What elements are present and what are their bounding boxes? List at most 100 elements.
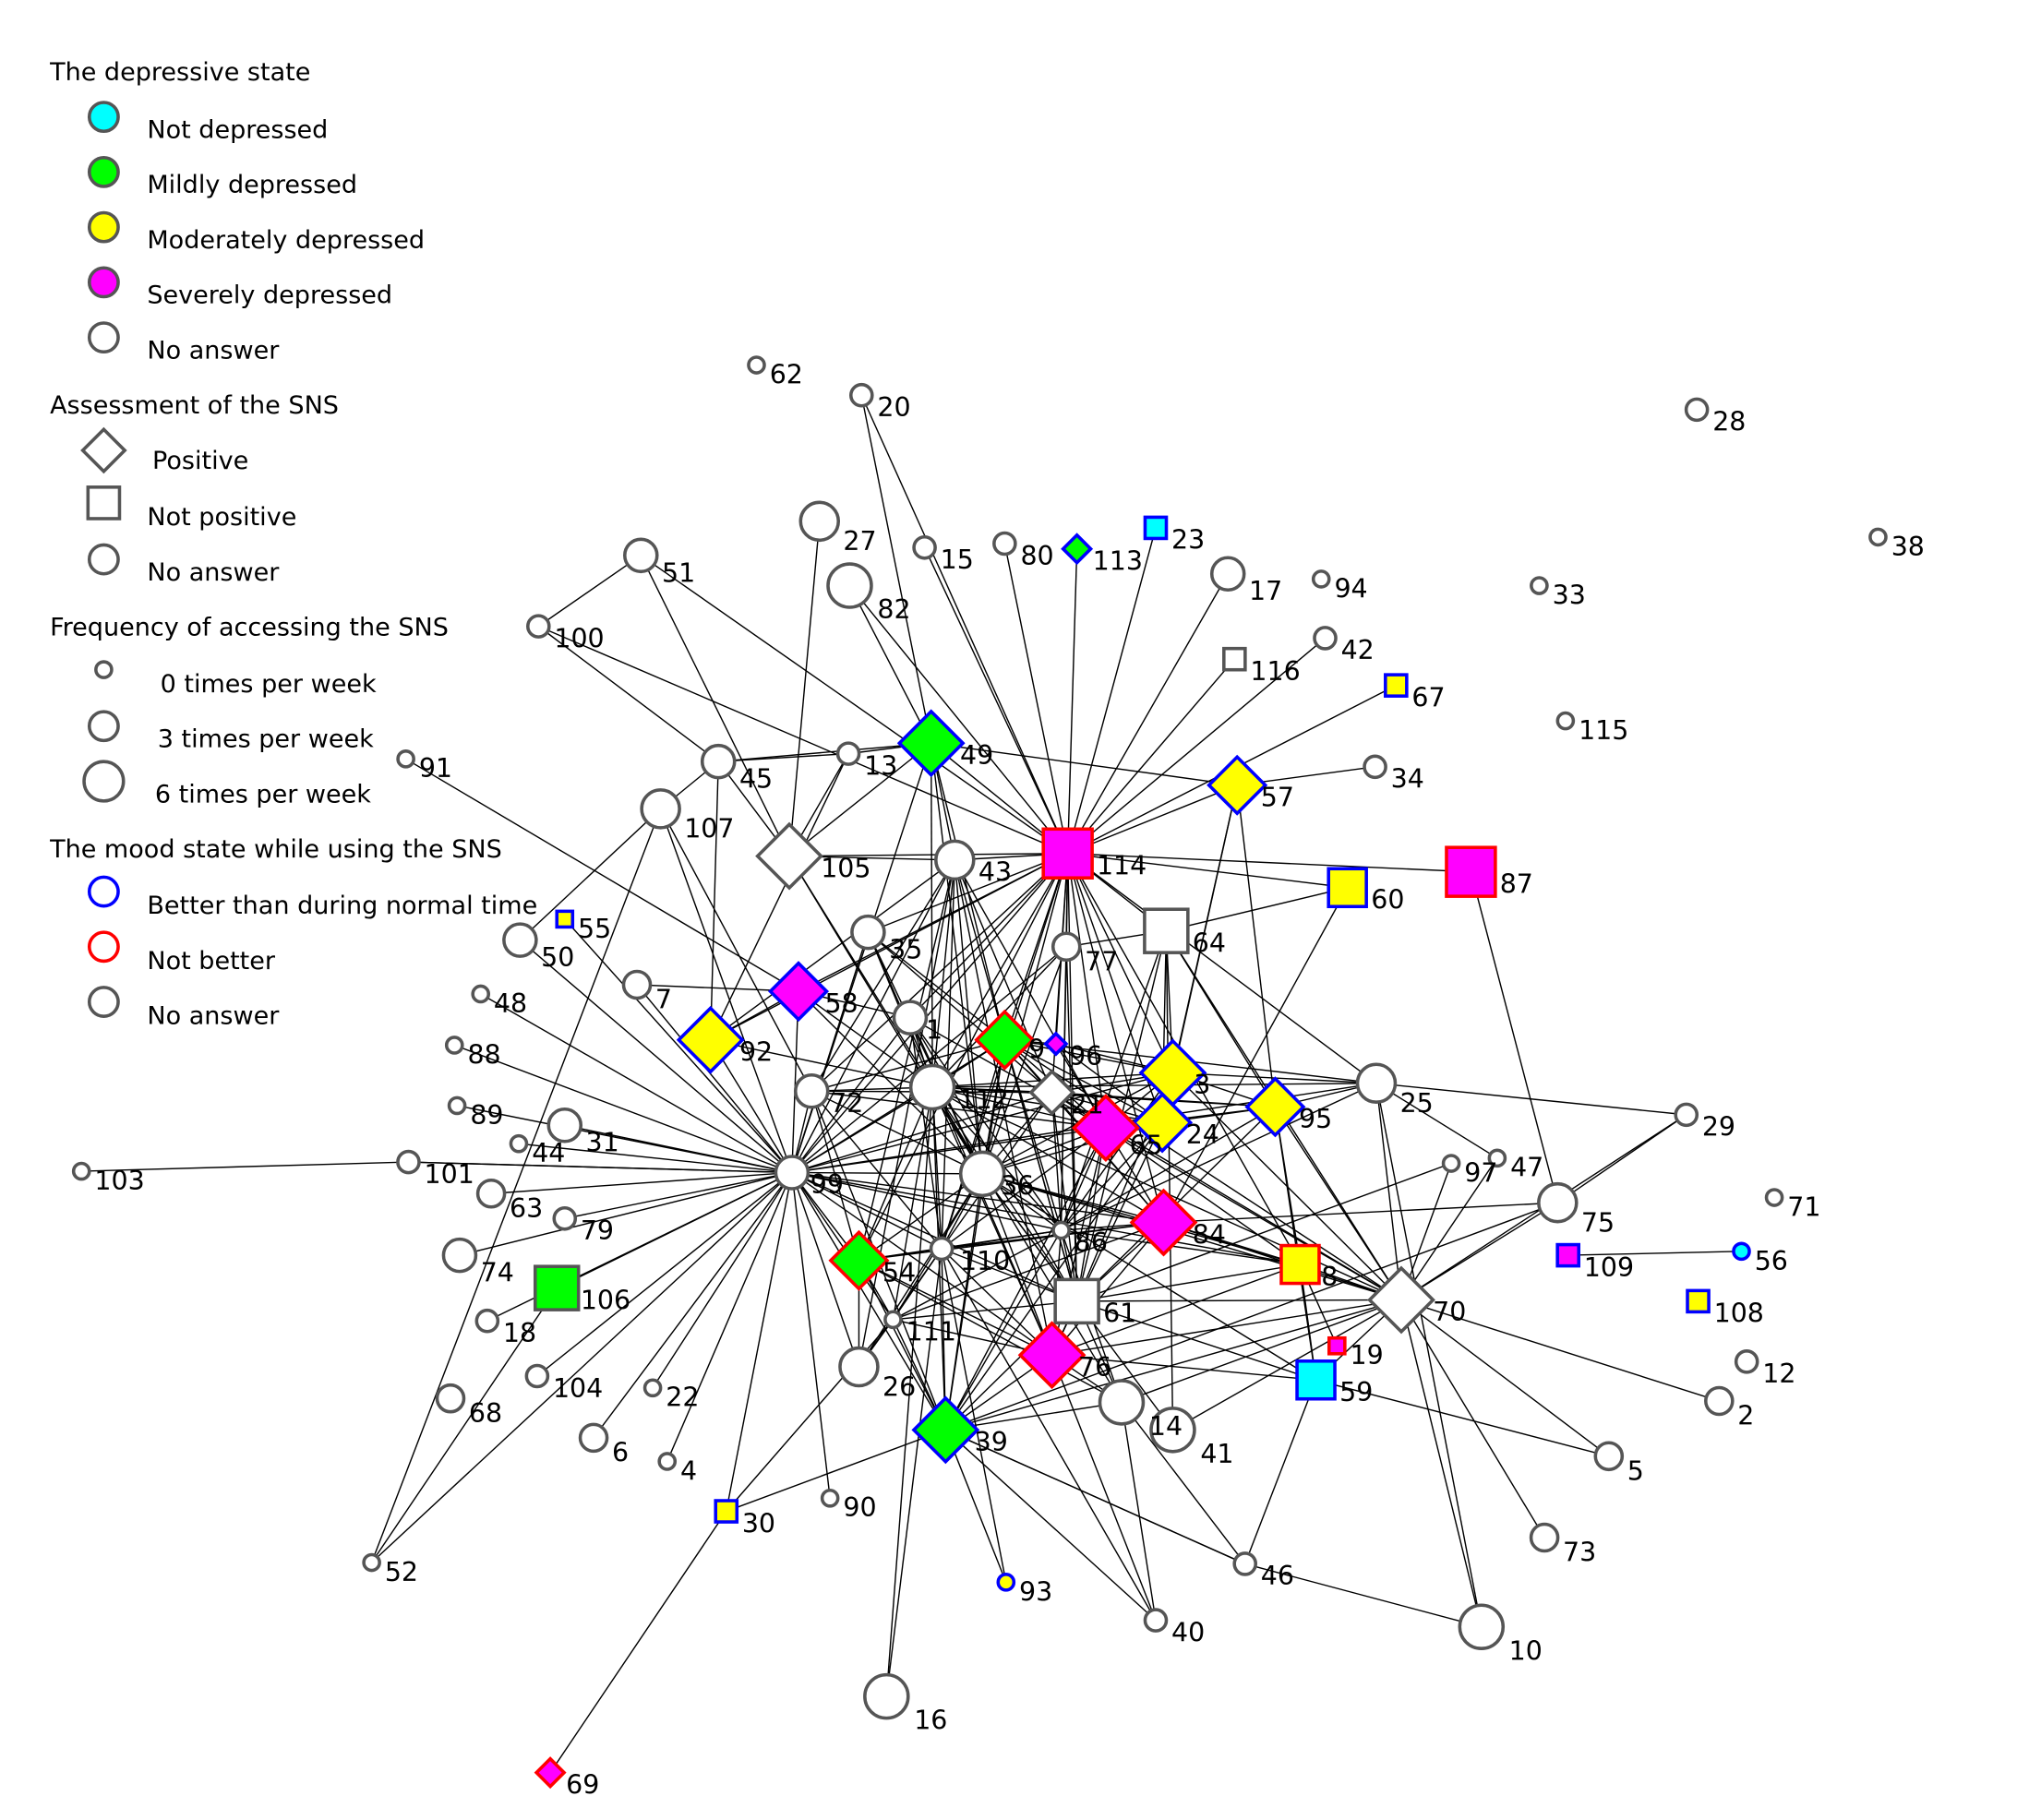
node-99[interactable] [774, 1155, 810, 1191]
node-2[interactable] [1704, 1385, 1735, 1417]
node-77[interactable] [1051, 931, 1082, 963]
node-104[interactable] [524, 1363, 550, 1389]
node-33[interactable] [1530, 576, 1549, 595]
node-86[interactable] [1051, 1220, 1071, 1240]
node-18[interactable] [474, 1308, 500, 1334]
node-88[interactable] [444, 1036, 464, 1055]
node-4[interactable] [657, 1452, 678, 1471]
node-20[interactable] [848, 382, 874, 408]
node-92[interactable] [676, 1005, 745, 1074]
node-108[interactable] [1686, 1288, 1711, 1314]
node-34[interactable] [1363, 754, 1387, 780]
node-114[interactable] [1041, 827, 1094, 880]
node-79[interactable] [552, 1205, 578, 1231]
node-109[interactable] [1555, 1242, 1581, 1268]
node-74[interactable] [441, 1237, 478, 1274]
node-82[interactable] [826, 562, 873, 609]
node-16[interactable] [863, 1672, 910, 1720]
node-57[interactable] [1207, 754, 1268, 816]
node-71[interactable] [1764, 1188, 1784, 1207]
node-13[interactable] [835, 741, 861, 766]
node-103[interactable] [71, 1161, 91, 1181]
node-56[interactable] [1732, 1241, 1751, 1262]
node-111[interactable] [883, 1310, 903, 1330]
node-23[interactable] [1143, 515, 1169, 541]
node-59[interactable] [1295, 1359, 1337, 1401]
node-24[interactable] [1132, 1092, 1194, 1154]
node-5[interactable] [1593, 1441, 1625, 1472]
node-68[interactable] [435, 1383, 466, 1414]
node-63[interactable] [475, 1178, 507, 1209]
node-91[interactable] [396, 749, 415, 769]
node-100[interactable] [526, 614, 551, 639]
node-64[interactable] [1143, 907, 1190, 954]
node-51[interactable] [623, 537, 659, 574]
node-29[interactable] [1674, 1102, 1699, 1128]
node-27[interactable] [798, 500, 841, 543]
node-84[interactable] [1129, 1188, 1198, 1257]
node-87[interactable] [1445, 845, 1497, 898]
node-96[interactable] [1043, 1031, 1069, 1057]
node-36[interactable] [958, 1150, 1006, 1198]
node-19[interactable] [1327, 1335, 1347, 1356]
node-55[interactable] [555, 909, 575, 929]
node-39[interactable] [911, 1395, 980, 1465]
node-17[interactable] [1209, 556, 1246, 592]
node-42[interactable] [1313, 626, 1338, 651]
node-15[interactable] [912, 534, 937, 560]
node-65[interactable] [1071, 1094, 1140, 1163]
node-9[interactable] [974, 1009, 1036, 1071]
node-35[interactable] [850, 914, 886, 951]
node-22[interactable] [642, 1378, 663, 1398]
node-10[interactable] [1458, 1603, 1506, 1650]
node-48[interactable] [471, 984, 491, 1004]
node-107[interactable] [640, 788, 681, 830]
node-72[interactable] [793, 1072, 830, 1109]
node-14[interactable] [1098, 1379, 1146, 1426]
node-89[interactable] [447, 1096, 467, 1116]
node-44[interactable] [509, 1133, 529, 1154]
node-46[interactable] [1232, 1551, 1258, 1576]
node-40[interactable] [1143, 1608, 1169, 1633]
node-67[interactable] [1384, 673, 1409, 698]
node-52[interactable] [362, 1552, 381, 1573]
node-73[interactable] [1529, 1522, 1560, 1553]
node-12[interactable] [1734, 1349, 1759, 1374]
node-113[interactable] [1061, 533, 1094, 566]
node-94[interactable] [1311, 569, 1331, 589]
node-93[interactable] [996, 1573, 1016, 1592]
node-116[interactable] [1222, 646, 1247, 672]
node-30[interactable] [714, 1499, 739, 1524]
node-115[interactable] [1555, 711, 1576, 731]
node-54[interactable] [828, 1229, 890, 1291]
node-75[interactable] [1537, 1181, 1579, 1224]
node-6[interactable] [578, 1422, 609, 1454]
node-28[interactable] [1684, 397, 1710, 423]
node-47[interactable] [1487, 1148, 1507, 1168]
node-41[interactable] [1149, 1407, 1196, 1454]
node-62[interactable] [747, 355, 766, 375]
node-105[interactable] [755, 821, 823, 891]
node-50[interactable] [502, 922, 538, 958]
node-110[interactable] [929, 1236, 954, 1262]
node-90[interactable] [820, 1488, 840, 1508]
node-49[interactable] [896, 709, 966, 778]
node-31[interactable] [546, 1107, 583, 1143]
node-8[interactable] [1279, 1243, 1321, 1286]
node-69[interactable] [534, 1756, 567, 1790]
node-25[interactable] [1355, 1062, 1398, 1104]
node-112[interactable] [908, 1063, 956, 1111]
node-97[interactable] [1441, 1154, 1461, 1173]
node-60[interactable] [1327, 867, 1368, 909]
node-7[interactable] [621, 969, 653, 1000]
node-95[interactable] [1244, 1076, 1306, 1138]
node-43[interactable] [934, 839, 976, 881]
node-1[interactable] [892, 1000, 929, 1036]
node-80[interactable] [992, 531, 1017, 557]
node-61[interactable] [1053, 1277, 1100, 1325]
node-26[interactable] [838, 1346, 880, 1388]
node-38[interactable] [1868, 527, 1888, 547]
node-106[interactable] [533, 1264, 581, 1311]
node-76[interactable] [1017, 1321, 1087, 1390]
node-45[interactable] [700, 743, 737, 780]
